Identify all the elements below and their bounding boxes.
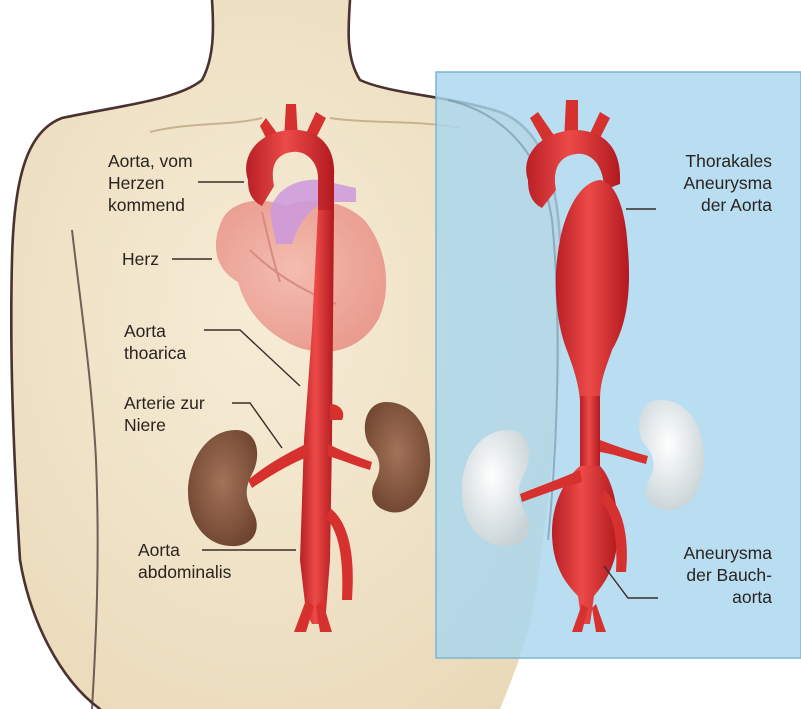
label-line: aorta — [640, 586, 772, 608]
label-renal-artery: Arterie zur Niere — [124, 392, 205, 436]
label-line: Niere — [124, 414, 205, 436]
label-abdominal-aneurysm: Aneurysma der Bauch- aorta — [640, 542, 772, 608]
label-line: Thorakales — [640, 150, 772, 172]
label-line: Aneurysma — [640, 172, 772, 194]
label-line: Herz — [122, 248, 159, 270]
label-line: abdominalis — [138, 561, 231, 583]
label-aorta-from-heart: Aorta, vom Herzen kommend — [108, 150, 193, 216]
label-aorta-thoracica: Aorta thoarica — [124, 320, 186, 364]
label-heart: Herz — [122, 248, 159, 270]
label-line: Aorta — [124, 320, 186, 342]
label-line: Aneurysma — [640, 542, 772, 564]
label-line: thoarica — [124, 342, 186, 364]
label-line: Aorta, vom — [108, 150, 193, 172]
label-thoracic-aneurysm: Thorakales Aneurysma der Aorta — [640, 150, 772, 216]
label-line: Aorta — [138, 539, 231, 561]
label-aorta-abdominalis: Aorta abdominalis — [138, 539, 231, 583]
label-line: Herzen — [108, 172, 193, 194]
label-line: der Aorta — [640, 194, 772, 216]
label-line: kommend — [108, 194, 193, 216]
label-line: der Bauch- — [640, 564, 772, 586]
label-line: Arterie zur — [124, 392, 205, 414]
aneurysm-descending — [580, 396, 600, 470]
